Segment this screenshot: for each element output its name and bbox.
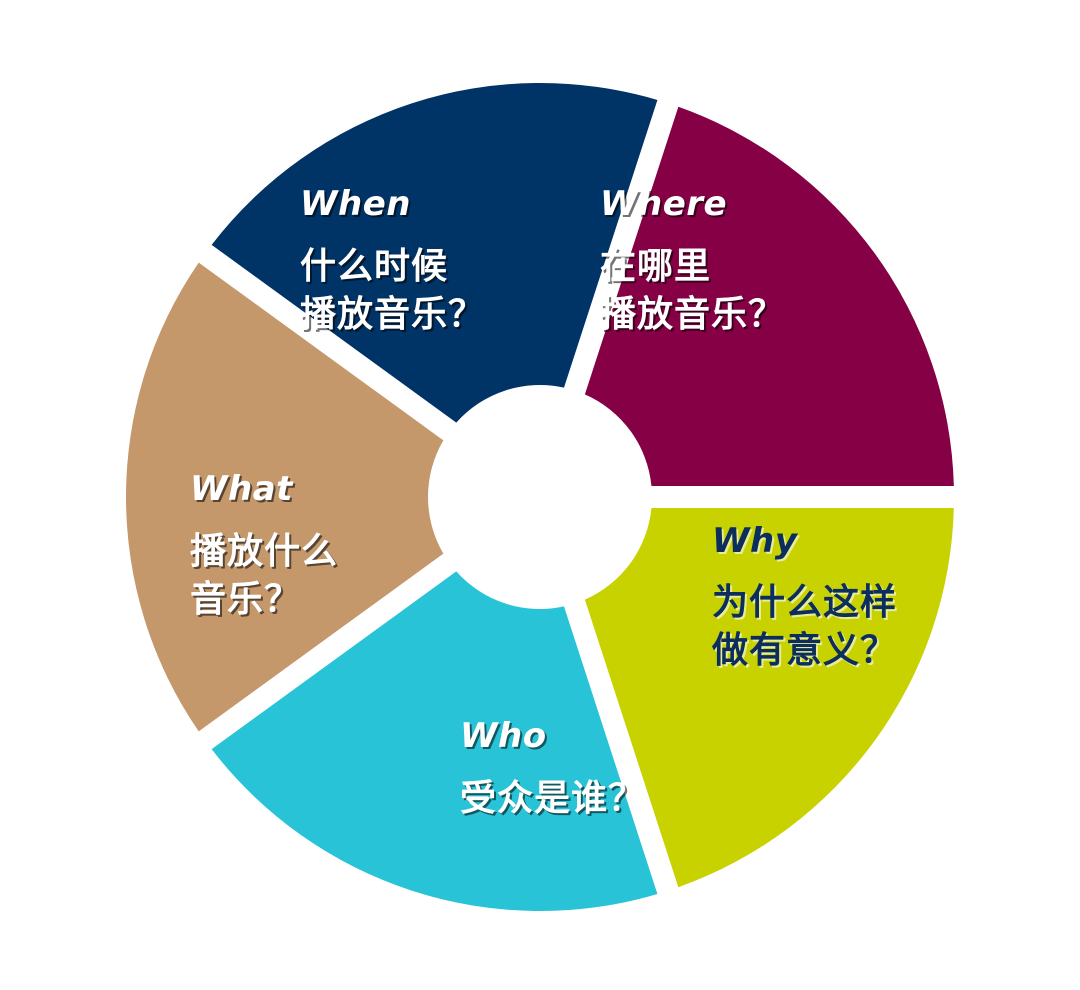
wheel-segments: [125, 83, 954, 911]
segment-text-where-line-1: 在哪里: [600, 245, 711, 287]
segment-label-who: Who 受众是谁？: [460, 716, 645, 819]
segment-text-why-line-1: 为什么这样: [712, 581, 897, 623]
segment-label-when: When 什么时候 播放音乐？: [300, 184, 485, 335]
segment-text-when-line-1: 什么时候: [300, 245, 448, 287]
segment-title-when: When: [300, 184, 411, 224]
segment-title-what: What: [190, 469, 294, 509]
segment-label-where: Where 在哪里 播放音乐？: [600, 184, 785, 335]
wheel-segment-where: [584, 106, 954, 487]
wheel-segment-who: [211, 571, 658, 911]
segment-label-why: Why 为什么这样 做有意义？: [711, 521, 897, 671]
segment-title-why: Why: [712, 521, 799, 561]
segment-label-what: What 播放什么 音乐？: [190, 469, 338, 620]
wheel-segment-when: [211, 83, 658, 423]
segment-text-what-line-1: 播放什么: [190, 530, 338, 572]
wheel-segment-what: [125, 262, 444, 732]
segment-text-what-line-2: 音乐？: [190, 578, 301, 620]
segment-text-where-line-2: 播放音乐？: [600, 293, 785, 335]
segment-text-why-line-2: 做有意义？: [711, 629, 897, 671]
segment-text-when-line-2: 播放音乐？: [300, 293, 485, 335]
segment-title-where: Where: [600, 184, 727, 224]
segment-text-who-line-1: 受众是谁？: [460, 777, 645, 819]
segment-title-who: Who: [460, 716, 547, 756]
wheel-segment-why: [584, 507, 954, 888]
